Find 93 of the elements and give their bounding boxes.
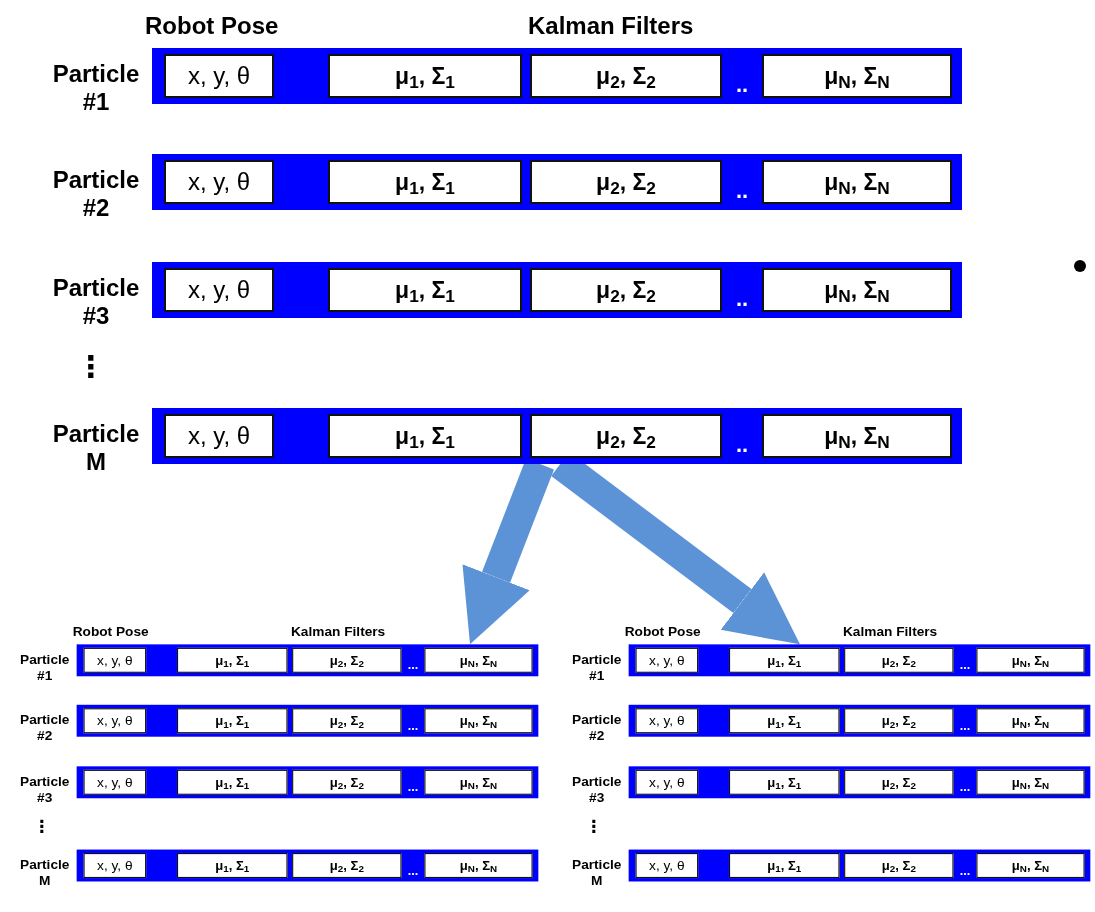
filter-cell: μ$_{2}$, Σ$_{2}$ (844, 647, 954, 673)
particle-bar (76, 644, 539, 677)
filter-cell: μ$_{N}$, Σ$_{N}$ (424, 647, 533, 673)
ellipsis-mark: ... (406, 719, 420, 733)
particle-bar (76, 766, 539, 799)
filter-cell: μ$_{2}$, Σ$_{2}$ (292, 853, 402, 879)
filter-cell: μ$_{2}$, Σ$_{2}$ (292, 769, 402, 795)
filter-cell: μ$_{1}$, Σ$_{1}$ (328, 160, 522, 204)
particle-bar (76, 849, 539, 882)
particle-bar (628, 766, 1091, 799)
column-heading: Robot Pose (624, 622, 701, 642)
particle-bar (152, 48, 962, 104)
column-heading: Robot Pose (72, 622, 149, 642)
column-heading: Kalman Filters (290, 622, 386, 642)
pose-cell: x, y, θ (164, 54, 274, 98)
ellipsis-mark: ... (958, 659, 972, 672)
pose-cell: x, y, θ (635, 708, 699, 734)
filter-cell: μ$_{2}$, Σ$_{2}$ (530, 160, 722, 204)
filter-cell: μ$_{N}$, Σ$_{N}$ (762, 268, 952, 312)
filter-cell: μ$_{1}$, Σ$_{1}$ (176, 853, 288, 879)
filter-cell: μ$_{2}$, Σ$_{2}$ (292, 708, 402, 734)
filter-cell: μ$_{1}$, Σ$_{1}$ (328, 414, 522, 458)
column-heading: Kalman Filters (842, 622, 938, 642)
ellipsis-mark: ... (958, 719, 972, 733)
particle-bar (152, 262, 962, 318)
filter-cell: μ$_{N}$, Σ$_{N}$ (762, 160, 952, 204)
filter-cell: μ$_{1}$, Σ$_{1}$ (176, 647, 288, 673)
particle-label: Particle #3 (19, 773, 71, 805)
ellipsis-mark: .. (734, 180, 750, 202)
filter-cell: μ$_{N}$, Σ$_{N}$ (762, 54, 952, 98)
ellipsis-mark: ⋮ (585, 817, 599, 835)
particle-label: Particle #1 (19, 651, 71, 683)
particle-label: Particle M (571, 856, 623, 888)
column-heading: Kalman Filters (528, 11, 694, 41)
filter-cell: μ$_{1}$, Σ$_{1}$ (176, 708, 288, 734)
filter-cell: μ$_{N}$, Σ$_{N}$ (976, 708, 1085, 734)
filter-cell: μ$_{N}$, Σ$_{N}$ (424, 853, 533, 879)
filter-cell: μ$_{2}$, Σ$_{2}$ (530, 268, 722, 312)
particle-bar (628, 644, 1091, 677)
filter-cell: μ$_{2}$, Σ$_{2}$ (844, 708, 954, 734)
filter-cell: μ$_{1}$, Σ$_{1}$ (728, 853, 840, 879)
filter-cell: μ$_{N}$, Σ$_{N}$ (976, 853, 1085, 879)
particle-label: Particle #1 (51, 60, 141, 116)
ellipsis-mark: ⋮ (33, 817, 47, 835)
pose-cell: x, y, θ (635, 647, 699, 673)
ellipsis-mark: .. (734, 74, 750, 96)
filter-cell: μ$_{2}$, Σ$_{2}$ (844, 769, 954, 795)
filter-cell: μ$_{1}$, Σ$_{1}$ (728, 647, 840, 673)
ellipsis-mark: ... (406, 781, 420, 794)
filter-cell: μ$_{N}$, Σ$_{N}$ (976, 769, 1085, 795)
filter-cell: μ$_{2}$, Σ$_{2}$ (530, 54, 722, 98)
filter-cell: μ$_{N}$, Σ$_{N}$ (424, 769, 533, 795)
particle-label: Particle #3 (51, 274, 141, 330)
pose-cell: x, y, θ (635, 853, 699, 879)
particle-label: Particle #2 (571, 711, 623, 744)
particle-bar (628, 849, 1091, 882)
filter-cell: μ$_{N}$, Σ$_{N}$ (976, 647, 1085, 673)
ellipsis-mark: ... (958, 864, 972, 877)
particle-label: Particle #3 (571, 773, 623, 805)
ellipsis-mark: .. (734, 288, 750, 310)
pose-cell: x, y, θ (164, 414, 274, 458)
particle-label: Particle #2 (51, 166, 141, 222)
particle-label: Particle M (51, 420, 141, 476)
filter-cell: μ$_{1}$, Σ$_{1}$ (328, 268, 522, 312)
pose-cell: x, y, θ (164, 160, 274, 204)
column-heading: Robot Pose (145, 11, 279, 41)
filter-cell: μ$_{N}$, Σ$_{N}$ (424, 708, 533, 734)
pose-cell: x, y, θ (83, 708, 147, 734)
filter-cell: μ$_{1}$, Σ$_{1}$ (728, 769, 840, 795)
ellipsis-mark: ... (406, 659, 420, 672)
filter-cell: μ$_{N}$, Σ$_{N}$ (762, 414, 952, 458)
filter-cell: μ$_{2}$, Σ$_{2}$ (530, 414, 722, 458)
filter-cell: μ$_{1}$, Σ$_{1}$ (728, 708, 840, 734)
filter-cell: μ$_{1}$, Σ$_{1}$ (176, 769, 288, 795)
particle-bar (152, 408, 962, 464)
particle-label: Particle M (19, 856, 71, 888)
filter-cell: μ$_{1}$, Σ$_{1}$ (328, 54, 522, 98)
particle-bar (152, 154, 962, 210)
particle-label: Particle #1 (571, 651, 623, 683)
filter-cell: μ$_{2}$, Σ$_{2}$ (292, 647, 402, 673)
pose-cell: x, y, θ (164, 268, 274, 312)
pose-cell: x, y, θ (83, 769, 147, 795)
pose-cell: x, y, θ (83, 853, 147, 879)
filter-cell: μ$_{2}$, Σ$_{2}$ (844, 853, 954, 879)
ellipsis-mark: ⋮ (76, 352, 100, 382)
particle-bar (628, 704, 1091, 737)
ellipsis-mark: ... (406, 864, 420, 877)
ellipsis-mark: ... (958, 781, 972, 794)
particle-label: Particle #2 (19, 711, 71, 744)
pose-cell: x, y, θ (635, 769, 699, 795)
particle-bar (76, 704, 539, 737)
pose-cell: x, y, θ (83, 647, 147, 673)
ellipsis-mark: .. (734, 434, 750, 456)
